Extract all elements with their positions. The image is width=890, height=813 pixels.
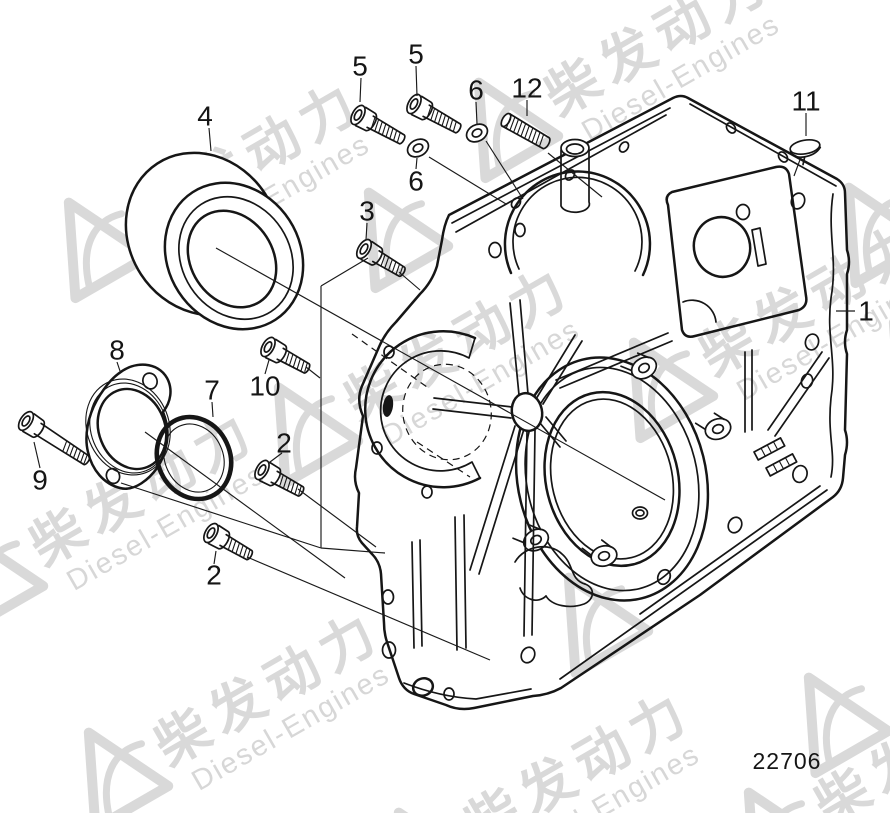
callout-9: 9 (32, 465, 48, 496)
ring-boss (512, 524, 550, 552)
callout-5a: 5 (352, 51, 368, 82)
callout-2b: 2 (206, 560, 222, 591)
bolt-9 (14, 408, 95, 472)
ring-boss (620, 352, 658, 380)
callout-6a: 6 (408, 166, 424, 197)
seal-ring (124, 151, 305, 331)
callout-2a: 2 (276, 428, 292, 459)
timing-gear-casing (351, 94, 851, 711)
ring-boss (581, 539, 618, 568)
callout-7: 7 (204, 375, 220, 406)
part-number: 22706 (753, 748, 822, 774)
ring-boss (694, 412, 732, 441)
callout-8: 8 (109, 335, 125, 366)
callout-5b: 5 (408, 39, 424, 70)
casing-outline (353, 94, 851, 711)
washer-6a (403, 134, 433, 162)
o-ring (154, 414, 234, 502)
callout-3: 3 (359, 196, 375, 227)
crankshaft-ring (514, 356, 710, 602)
leader-lines (33, 65, 855, 661)
upper-right-recess (665, 165, 808, 338)
callout-4: 4 (197, 101, 213, 132)
callout-6b: 6 (468, 75, 484, 106)
callout-labels: 4 5 5 6 12 6 3 11 1 8 10 7 2 9 2 (32, 39, 874, 591)
camshaft-arc (503, 170, 652, 277)
filler-neck (560, 138, 591, 214)
callout-11: 11 (791, 86, 820, 117)
hub-and-ribs (432, 299, 673, 637)
projection-box (320, 257, 386, 554)
cover-plate (85, 363, 172, 490)
callout-10: 10 (249, 371, 280, 402)
seal-seat (351, 330, 492, 499)
callout-1: 1 (858, 296, 874, 327)
bolt-5b (403, 91, 466, 140)
callout-12: 12 (511, 73, 542, 104)
